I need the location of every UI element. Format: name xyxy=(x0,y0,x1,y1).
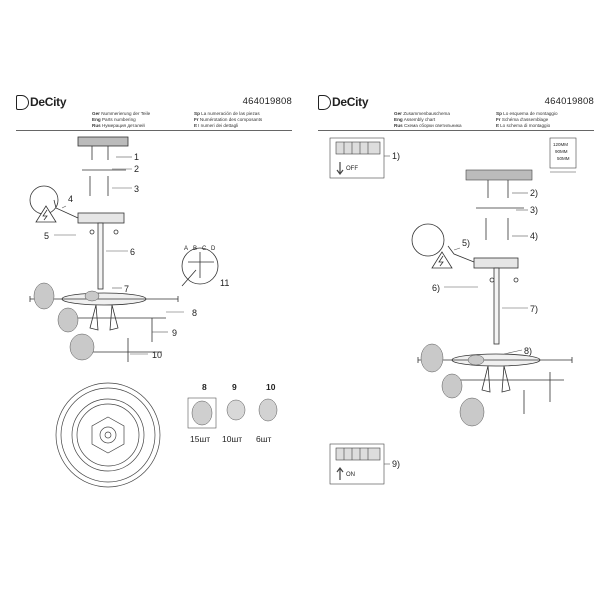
parts-numbering-page: DeCity 464019808 Ger Nummerierung der Te… xyxy=(16,90,292,520)
parts-diagram: 1 2 3 4 5 6 7 8 9 10 11 A B C D 8 9 10 xyxy=(29,136,278,488)
callout-4: 4 xyxy=(68,194,73,204)
detail-letter-d: D xyxy=(211,246,216,252)
step-7: 7) xyxy=(530,304,538,314)
ceiling-plate-shape xyxy=(77,136,129,147)
assembly-diagram: OFF 1) 120MM 90MM 50MM xyxy=(329,137,577,485)
language-legend: Ger Nummerierung der Teile Sp La numerac… xyxy=(92,111,263,128)
dimension-90mm: 90MM xyxy=(555,149,568,154)
brand-logo: DeCity xyxy=(318,94,369,110)
crystal-part-10-shape xyxy=(258,398,278,422)
dimension-50mm: 50MM xyxy=(557,156,570,161)
step-6: 6) xyxy=(432,283,440,293)
part-10-qty: 6шт xyxy=(256,434,272,444)
step-9: 9) xyxy=(392,459,400,469)
callout-11: 11 xyxy=(220,278,229,288)
part-10-number: 10 xyxy=(266,382,276,392)
crystal-cluster-shapes xyxy=(420,343,485,427)
electric-warning-icon xyxy=(35,205,57,223)
callout-6: 6 xyxy=(130,247,135,257)
callout-2: 2 xyxy=(134,164,139,174)
language-legend: Ger Zusammenbauschema Sp Lo esquema de m… xyxy=(394,111,558,128)
callout-7: 7 xyxy=(124,284,129,294)
detail-letter-c: C xyxy=(202,246,207,252)
crystal-cluster-shapes xyxy=(33,282,100,361)
switch-off-label: OFF xyxy=(346,166,358,172)
callout-10: 10 xyxy=(152,350,162,360)
detail-letter-a: A xyxy=(184,246,188,252)
article-number: 464019808 xyxy=(544,96,594,107)
electric-warning-icon xyxy=(431,251,453,269)
step-4: 4) xyxy=(530,231,538,241)
part-8-qty: 15шт xyxy=(190,434,210,444)
switch-on-label: ON xyxy=(346,472,355,478)
step-3: 3) xyxy=(530,205,538,215)
breaker-box-off-shape xyxy=(329,137,385,179)
crystal-part-8-shape xyxy=(191,400,213,426)
crystal-part-9-shape xyxy=(226,399,246,421)
assembly-chart-page: DeCity 464019808 Ger Zusammenbauschema S… xyxy=(318,90,594,520)
callout-1: 1 xyxy=(134,152,139,162)
step-2: 2) xyxy=(530,188,538,198)
header-divider xyxy=(318,130,594,131)
logo-mark-icon xyxy=(318,94,331,110)
callout-5: 5 xyxy=(44,231,49,241)
part-9-number: 9 xyxy=(232,382,237,392)
breaker-box-on-shape xyxy=(329,443,385,485)
callout-3: 3 xyxy=(134,184,139,194)
step-5: 5) xyxy=(462,238,470,248)
step-1: 1) xyxy=(392,151,400,161)
callout-9: 9 xyxy=(172,328,177,338)
article-number: 464019808 xyxy=(242,96,292,107)
top-view-shape xyxy=(55,382,161,488)
step-8: 8) xyxy=(524,346,532,356)
header-divider xyxy=(16,130,292,131)
logo-mark-icon xyxy=(16,94,29,110)
part-8-number: 8 xyxy=(202,382,207,392)
callout-8: 8 xyxy=(192,308,197,318)
brand-logo: DeCity xyxy=(16,94,67,110)
dimension-120mm: 120MM xyxy=(553,142,568,147)
part-9-qty: 10шт xyxy=(222,434,242,444)
detail-letter-b: B xyxy=(193,246,197,252)
